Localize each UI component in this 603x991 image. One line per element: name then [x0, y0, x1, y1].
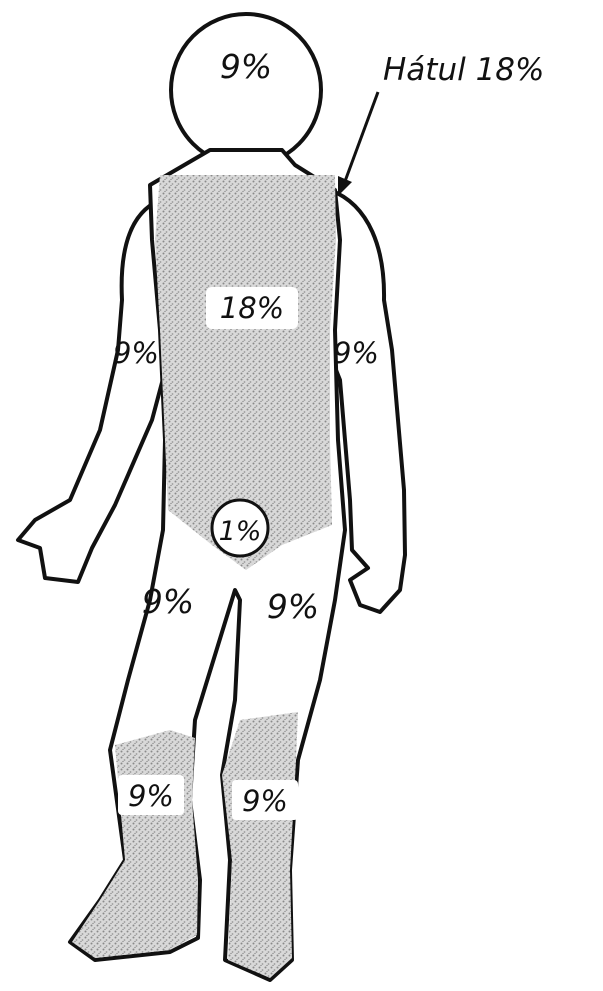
back-pointer-arrow: [338, 92, 378, 196]
left-lower-leg-label: 9%: [242, 784, 288, 818]
left-thigh-label: 9%: [267, 587, 319, 626]
right-thigh-label: 9%: [142, 582, 194, 621]
left-arm-label: 9%: [333, 336, 379, 370]
genital-label: 1%: [219, 516, 262, 547]
left-lower-leg-shading: [222, 712, 298, 978]
right-lower-leg-shading: [72, 730, 198, 958]
right-lower-leg-label: 9%: [128, 779, 174, 813]
back-label: Hátul 18%: [383, 52, 544, 88]
right-arm-label: 9%: [113, 336, 159, 370]
head-label: 9%: [220, 47, 272, 86]
trunk-label: 18%: [220, 291, 284, 325]
